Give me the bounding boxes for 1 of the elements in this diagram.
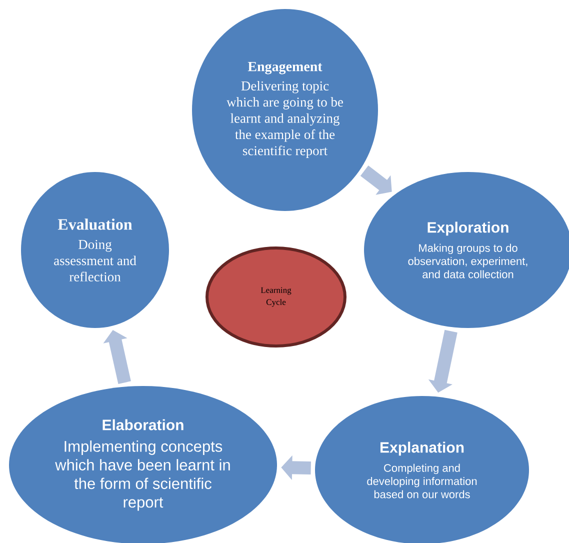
- block-arrow: [103, 330, 131, 384]
